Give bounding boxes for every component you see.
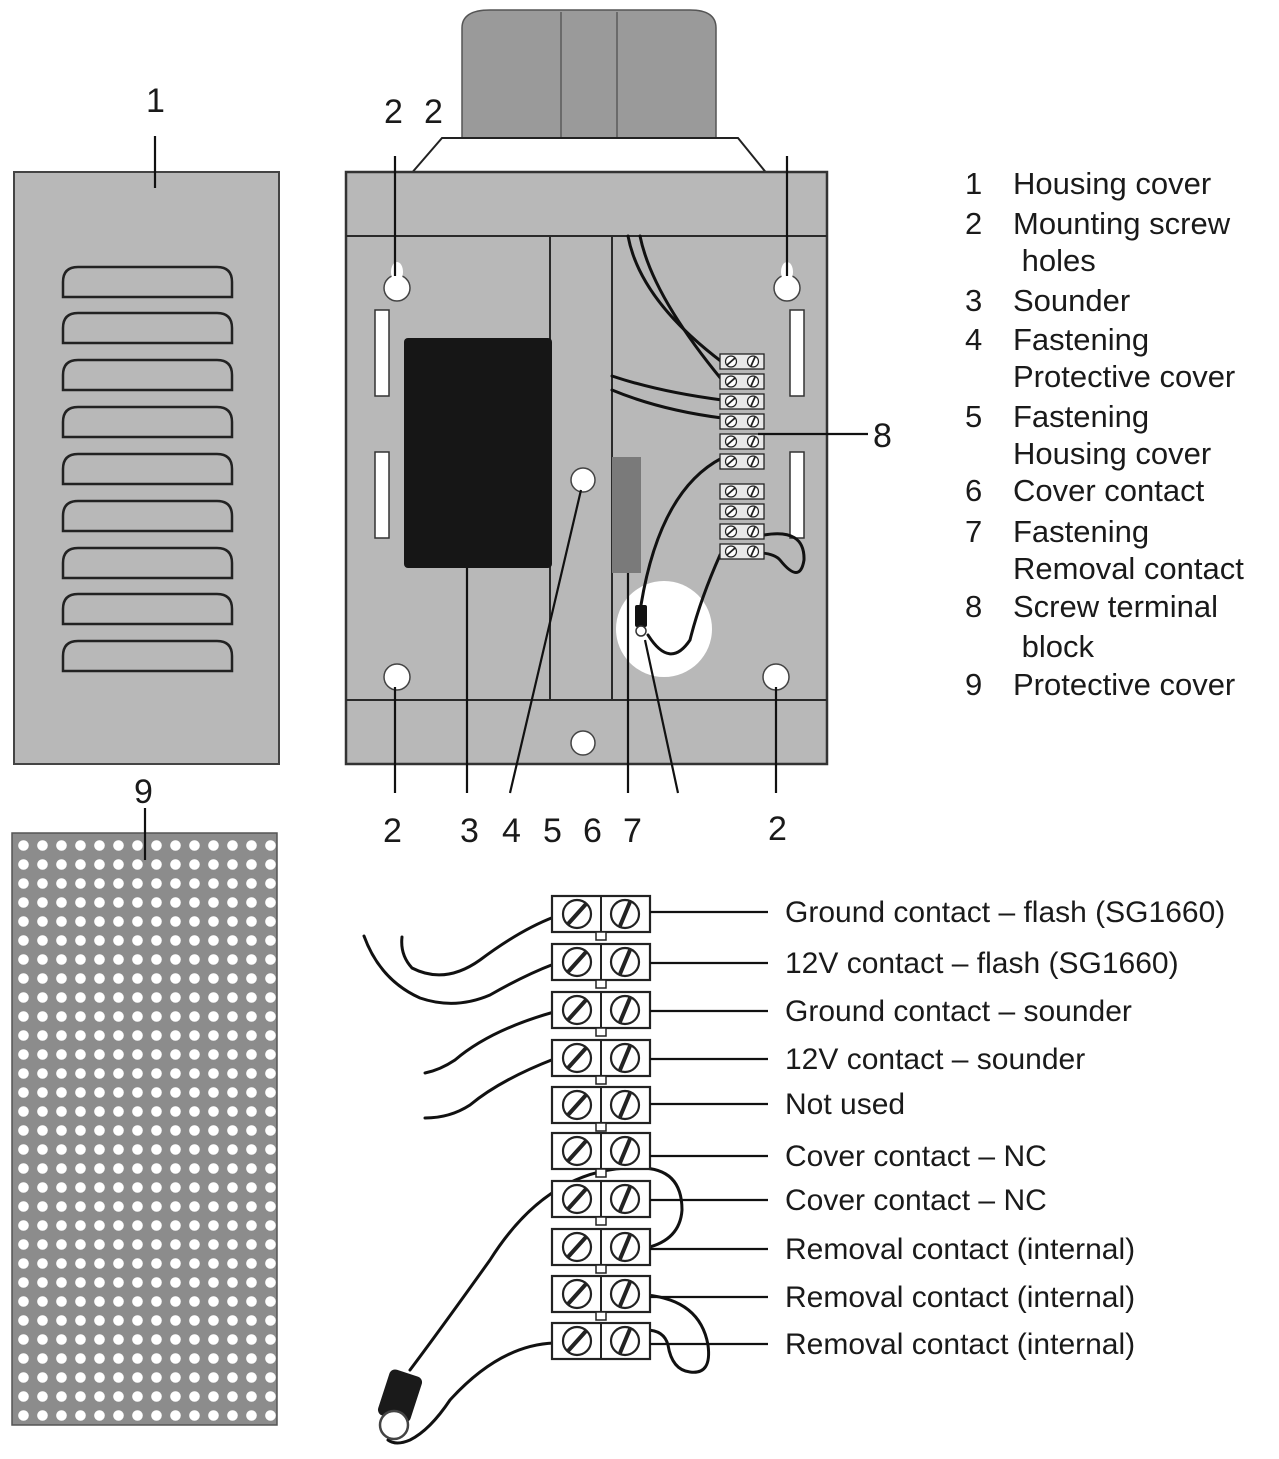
callout-row-6: 6 xyxy=(583,812,602,850)
terminal-screw-icon xyxy=(550,990,652,1030)
terminal-row: 12V contact – flash (SG1660) xyxy=(550,942,1179,989)
terminal-label: Not used xyxy=(785,1088,905,1121)
terminal-row: Cover contact – NC xyxy=(550,1131,1047,1178)
removal-contact-sensor xyxy=(635,605,647,627)
terminal-row: Not used xyxy=(550,1085,905,1132)
terminal-screw-icon xyxy=(550,942,652,982)
legend-label: Housing cover xyxy=(1013,436,1211,471)
callout-9: 9 xyxy=(134,773,153,811)
callout-2-top-b: 2 xyxy=(424,93,443,131)
terminal-link xyxy=(595,1216,607,1226)
terminal-row: Ground contact – flash (SG1660) xyxy=(550,894,1225,941)
legend-number: 5 xyxy=(965,399,982,434)
legend-label: Mounting screw xyxy=(1013,206,1231,241)
terminal-screw-icon xyxy=(550,894,652,934)
terminal-link xyxy=(595,1075,607,1085)
terminal-screw-icon xyxy=(550,1179,652,1219)
legend-number: 8 xyxy=(965,589,982,624)
legend-number: 3 xyxy=(965,283,982,318)
callout-8: 8 xyxy=(873,417,892,455)
callout-row-5: 5 xyxy=(543,812,562,850)
legend-label: Protective cover xyxy=(1013,359,1235,394)
terminal-label: Cover contact – NC xyxy=(785,1140,1047,1173)
terminal-link xyxy=(595,1168,607,1178)
cover-contact xyxy=(570,730,596,756)
terminal-screw-icon xyxy=(550,1321,652,1361)
housing-cover xyxy=(13,171,280,765)
legend-number: 7 xyxy=(965,514,982,549)
legend-number: 9 xyxy=(965,667,982,702)
terminal-screw-icon xyxy=(550,1131,652,1171)
terminal-label: Ground contact – sounder xyxy=(785,995,1132,1028)
terminal-row: Cover contact – NC xyxy=(550,1179,1047,1226)
callout-row-2-right: 2 xyxy=(768,810,787,848)
terminal-screw-icon xyxy=(550,1274,652,1314)
terminal-row: Removal contact (internal) xyxy=(550,1274,1135,1321)
protective-cover-fastening-hole xyxy=(570,467,596,493)
legend-label: Removal contact xyxy=(1013,551,1244,586)
sounder-cylinder xyxy=(461,9,717,149)
terminal-row: Ground contact – sounder xyxy=(550,990,1132,1037)
legend-number: 2 xyxy=(965,206,982,241)
mounting-hole-bottom-right xyxy=(762,663,790,691)
callout-1: 1 xyxy=(146,82,165,120)
terminal-row: Removal contact (internal) xyxy=(550,1321,1135,1361)
terminal-row: 12V contact – sounder xyxy=(550,1038,1085,1085)
legend-label: Fastening xyxy=(1013,322,1149,357)
callout-row-3: 3 xyxy=(460,812,479,850)
terminal-screw-icon xyxy=(550,1038,652,1078)
legend-label: Protective cover xyxy=(1013,667,1235,702)
terminal-row: Removal contact (internal) xyxy=(550,1227,1135,1274)
mounting-hole-bottom-left xyxy=(383,663,411,691)
terminal-link xyxy=(595,1264,607,1274)
legend-label: Fastening xyxy=(1013,399,1149,434)
removal-contact-fastening xyxy=(612,457,641,573)
legend-number: 1 xyxy=(965,166,982,201)
legend-label: Cover contact xyxy=(1013,473,1205,508)
callout-row-4: 4 xyxy=(502,812,521,850)
terminal-screw-icon xyxy=(550,1227,652,1267)
callout-2-top-a: 2 xyxy=(384,93,403,131)
terminal-link xyxy=(595,1027,607,1037)
callout-4-leader xyxy=(508,489,583,794)
legend-number: 6 xyxy=(965,473,982,508)
terminal-link xyxy=(595,1311,607,1321)
callout-row-2: 2 xyxy=(383,812,402,850)
terminal-screw-icon xyxy=(550,1085,652,1125)
terminal-block-detail: Ground contact – flash (SG1660) 12V conta… xyxy=(362,894,1225,1445)
siren-base-unit xyxy=(344,9,829,766)
terminal-rows: Ground contact – flash (SG1660) 12V conta… xyxy=(550,894,1225,1361)
legend-label: block xyxy=(1013,629,1094,664)
terminal-label: Cover contact – NC xyxy=(785,1184,1047,1217)
housing-cover-vent-slots xyxy=(61,265,234,673)
legend-label: Screw terminal xyxy=(1013,589,1218,624)
terminal-link xyxy=(595,979,607,989)
sounder xyxy=(404,338,552,568)
removal-contact-disc xyxy=(616,581,712,677)
legend-label: Sounder xyxy=(1013,283,1130,318)
terminal-label: 12V contact – flash (SG1660) xyxy=(785,947,1179,980)
legend-label: Housing cover xyxy=(1013,166,1211,201)
legend-label: Fastening xyxy=(1013,514,1149,549)
terminal-label: Ground contact – flash (SG1660) xyxy=(785,896,1225,929)
terminal-link xyxy=(595,1122,607,1132)
removal-contact-sensor-detail xyxy=(377,1369,423,1441)
terminal-label: Removal contact (internal) xyxy=(785,1328,1135,1361)
legend-number: 4 xyxy=(965,322,982,357)
callout-removal-leader xyxy=(643,639,680,794)
terminal-label: Removal contact (internal) xyxy=(785,1233,1135,1266)
terminal-block-mini xyxy=(719,353,765,560)
terminal-label: Removal contact (internal) xyxy=(785,1281,1135,1314)
protective-cover xyxy=(11,832,278,1426)
callout-row-7: 7 xyxy=(623,812,642,850)
terminal-label: 12V contact – sounder xyxy=(785,1043,1085,1076)
legend-label: holes xyxy=(1013,243,1096,278)
terminal-link xyxy=(595,931,607,941)
